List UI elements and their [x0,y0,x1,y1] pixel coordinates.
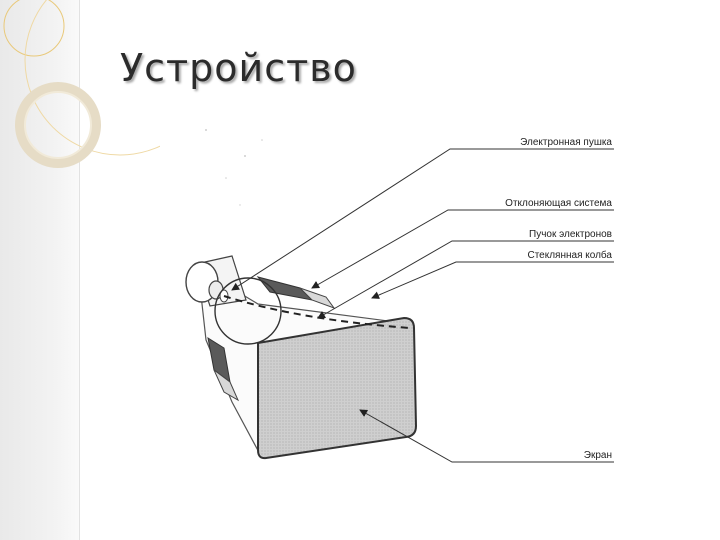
electron-beam-line [223,295,411,329]
leader-bulb [371,261,614,299]
deflection-coil-bottom-light [213,369,240,402]
electron-gun [185,255,247,307]
leader-beam [317,240,614,319]
label-glass-bulb: Стеклянная колба [527,249,612,261]
label-electron-beam: Пучок электронов [529,229,612,240]
label-electron-gun: Электронная пушка [520,137,612,148]
ornament-small-circle [3,0,65,57]
corner-ornament [3,0,160,168]
leader-screen [359,409,614,463]
ornament-ring [15,82,101,168]
ornament-arc-line [24,0,160,156]
deflection-coil-top [256,276,314,301]
scan-specks [205,129,263,206]
screen-panel [257,316,418,460]
ornament-ring-inner [24,91,92,159]
gun-detail-circle [214,277,282,345]
band-divider [79,0,80,540]
label-deflection-system: Отклоняющая система [505,198,612,209]
label-screen: Экран [584,450,612,461]
slide-title: Устройство [120,46,357,90]
leader-deflection [311,209,614,289]
deflection-coil-top-light [299,287,336,310]
leader-gun [231,148,614,291]
